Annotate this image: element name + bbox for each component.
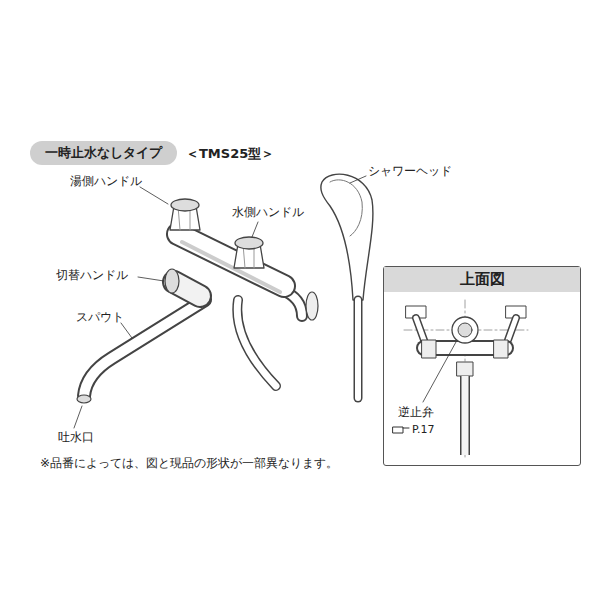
part-label: 逆止弁: [398, 405, 434, 419]
part-label: 水側ハンドル: [232, 205, 304, 219]
part-label: 湯側ハンドル: [70, 174, 142, 188]
model-name: ＜TMS25型＞: [186, 146, 274, 162]
part-label: 吐水口: [58, 430, 94, 444]
badge-text: 一時止水なしタイプ: [44, 144, 163, 162]
type-badge: 一時止水なしタイプ: [30, 141, 177, 165]
part-label: 切替ハンドル: [56, 268, 128, 282]
part-label: スパウト: [76, 310, 124, 324]
panel-heading: 上面図: [384, 267, 580, 292]
part-label: シャワーヘッド: [368, 164, 452, 178]
note-text: ※品番によっては、図と現品の形状が一部異なります。: [40, 456, 338, 470]
page-reference: P.17: [412, 423, 434, 436]
